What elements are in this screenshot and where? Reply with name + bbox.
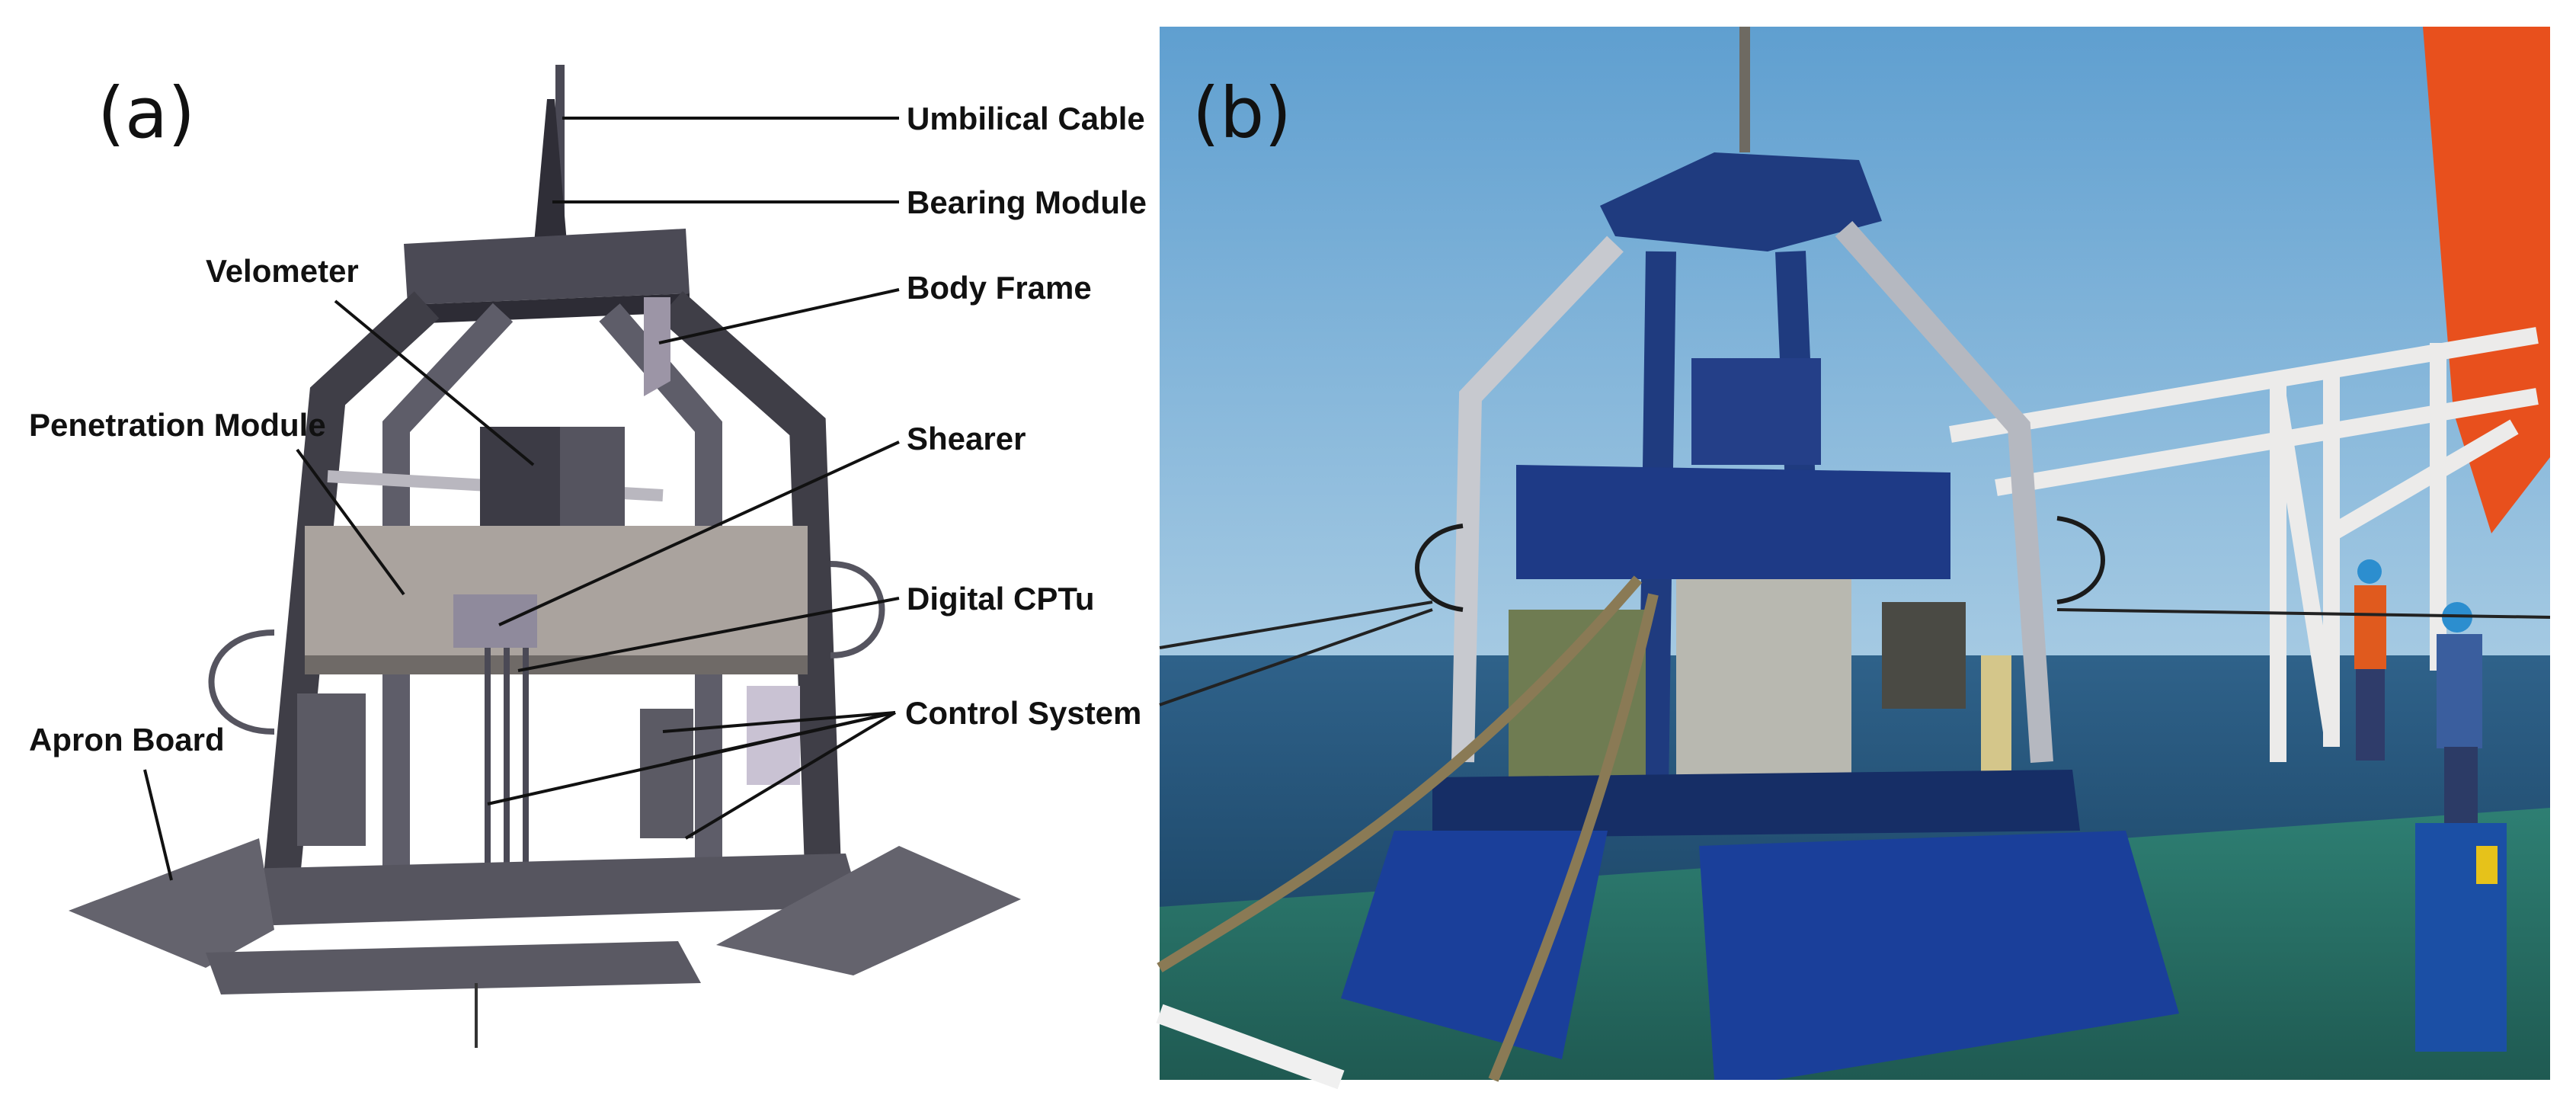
label-body-frame: Body Frame bbox=[907, 270, 1092, 306]
callout-digital-cptu: Digital CPTu bbox=[517, 581, 1095, 672]
callout-bearing-module: Bearing Module bbox=[552, 184, 1147, 220]
callout-control-system: Control System bbox=[487, 695, 1141, 840]
panel-a: (a) bbox=[29, 65, 1147, 1048]
callout-apron-board: Apron Board bbox=[29, 722, 225, 881]
callout-shearer: Shearer bbox=[498, 421, 1026, 626]
label-bearing-module: Bearing Module bbox=[907, 184, 1147, 220]
panel-b-photo: (b) bbox=[1156, 27, 2551, 1090]
label-shearer: Shearer bbox=[907, 421, 1026, 456]
label-digital-cptu: Digital CPTu bbox=[907, 581, 1095, 617]
panel-a-label: (a) bbox=[98, 72, 195, 154]
label-apron-board: Apron Board bbox=[29, 722, 225, 757]
rig-photo bbox=[1341, 27, 2179, 1080]
panel-b-label: (b) bbox=[1192, 72, 1291, 154]
callout-velometer: Velometer bbox=[206, 253, 535, 466]
callout-penetration-module: Penetration Module bbox=[29, 407, 405, 596]
cad-rig-drawing bbox=[69, 65, 1021, 1048]
label-penetration-module: Penetration Module bbox=[29, 407, 326, 443]
label-control-system: Control System bbox=[905, 695, 1141, 731]
ropes bbox=[1157, 575, 1659, 1082]
label-velometer: Velometer bbox=[206, 253, 359, 289]
callout-umbilical-cable: Umbilical Cable bbox=[562, 101, 1145, 136]
callout-body-frame: Body Frame bbox=[658, 270, 1092, 344]
label-umbilical-cable: Umbilical Cable bbox=[907, 101, 1145, 136]
